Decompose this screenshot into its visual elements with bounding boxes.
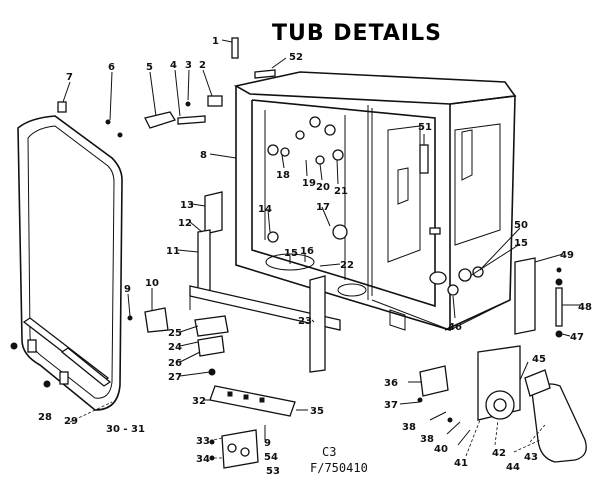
callout-12: 12 xyxy=(178,218,192,229)
callout-2: 2 xyxy=(199,60,206,71)
callout-15-left: 15 xyxy=(284,248,298,259)
callout-35: 35 xyxy=(310,406,324,417)
callout-5: 5 xyxy=(146,62,153,73)
callout-23: 23 xyxy=(298,316,312,327)
callout-38-upper: 38 xyxy=(402,422,416,433)
callout-29: 29 xyxy=(64,416,78,427)
bottom-trim xyxy=(10,317,112,388)
callout-30-31: 30 - 31 xyxy=(106,424,145,435)
leader-lines xyxy=(62,39,580,459)
part-labels: 1 52 2 3 4 5 6 7 8 13 12 11 9 10 25 24 2… xyxy=(38,36,592,477)
diagram-title: TUB DETAILS xyxy=(272,21,442,46)
callout-8: 8 xyxy=(200,150,207,161)
callout-40: 40 xyxy=(434,444,448,455)
callout-17: 17 xyxy=(316,202,330,213)
callout-38-lower: 38 xyxy=(420,434,434,445)
callout-19: 19 xyxy=(302,178,316,189)
callout-52: 52 xyxy=(289,52,303,63)
callout-33: 33 xyxy=(196,436,210,447)
callout-13: 13 xyxy=(180,200,194,211)
callout-26: 26 xyxy=(168,358,182,369)
inner-fittings xyxy=(231,37,484,296)
callout-54: 54 xyxy=(264,452,278,463)
callout-34: 34 xyxy=(196,454,210,465)
callout-28: 28 xyxy=(38,412,52,423)
footer-code-c3: C3 xyxy=(322,445,336,459)
callout-46: 46 xyxy=(448,322,462,333)
callout-22: 22 xyxy=(340,260,354,271)
callout-37: 37 xyxy=(384,400,398,411)
callout-9-lower: 9 xyxy=(264,438,271,449)
callout-18: 18 xyxy=(276,170,290,181)
control-bracket xyxy=(209,385,296,417)
callout-50: 50 xyxy=(514,220,528,231)
callout-14: 14 xyxy=(258,204,272,215)
callout-42: 42 xyxy=(492,448,506,459)
dispenser-assembly xyxy=(417,345,587,463)
callout-41: 41 xyxy=(454,458,468,469)
right-hinge xyxy=(514,257,563,338)
hinge-hardware xyxy=(105,95,223,138)
callout-43: 43 xyxy=(524,452,538,463)
callout-4: 4 xyxy=(170,60,177,71)
callout-6: 6 xyxy=(108,62,115,73)
callout-32: 32 xyxy=(192,396,206,407)
latch-parts xyxy=(127,307,229,376)
footer-code-model: F/750410 xyxy=(310,461,368,475)
callout-9-left: 9 xyxy=(124,284,131,295)
callout-11: 11 xyxy=(166,246,180,257)
callout-48: 48 xyxy=(578,302,592,313)
door-gasket xyxy=(17,101,123,411)
callout-1: 1 xyxy=(212,36,219,47)
callout-7: 7 xyxy=(66,72,73,83)
callout-16: 16 xyxy=(300,246,314,257)
callout-21: 21 xyxy=(334,186,348,197)
callout-44: 44 xyxy=(506,462,520,473)
callout-27: 27 xyxy=(168,372,182,383)
switch-assembly xyxy=(209,429,259,469)
callout-20: 20 xyxy=(316,182,330,193)
callout-53: 53 xyxy=(266,466,280,477)
callout-24: 24 xyxy=(168,342,182,353)
callout-15-right: 15 xyxy=(514,238,528,249)
callout-25: 25 xyxy=(168,328,182,339)
callout-51: 51 xyxy=(418,122,432,133)
side-bracket xyxy=(189,191,341,373)
callout-36: 36 xyxy=(384,378,398,389)
callout-3: 3 xyxy=(185,60,192,71)
callout-49: 49 xyxy=(560,250,574,261)
tub-body xyxy=(233,71,517,332)
callout-10: 10 xyxy=(145,278,159,289)
callout-45: 45 xyxy=(532,354,546,365)
callout-47: 47 xyxy=(570,332,584,343)
